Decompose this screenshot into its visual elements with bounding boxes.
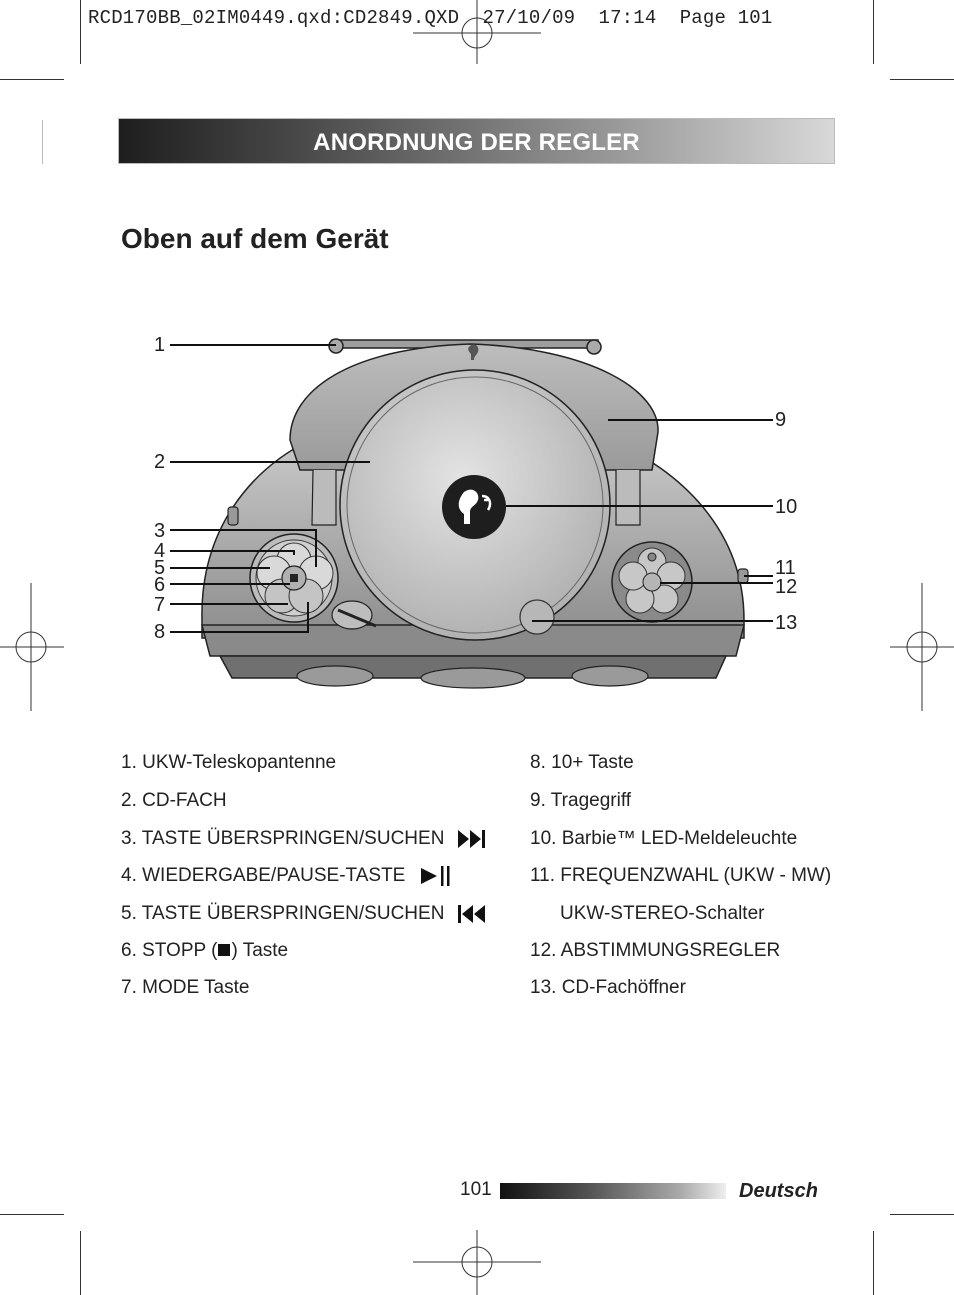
part-item-4-label: 4. WIEDERGABE/PAUSE-TASTE [121, 865, 406, 887]
skip-forward-icon [457, 830, 485, 848]
part-item-3-label: 3. TASTE ÜBERSPRINGEN/SUCHEN [121, 828, 445, 850]
part-item-9: 9. Tragegriff [530, 790, 632, 811]
part-item-8: 8. 10+ Taste [530, 752, 634, 773]
stop-icon [218, 944, 231, 956]
part-item-12: 12. ABSTIMMUNGSREGLER [530, 940, 781, 961]
part-item-2: 2. CD-FACH [121, 790, 227, 811]
part-item-11-sub: UKW-STEREO-Schalter [560, 903, 765, 924]
callout-2: 2 [154, 451, 166, 473]
part-item-6-suffix: ) Taste [231, 940, 289, 961]
callout-7: 7 [154, 594, 166, 616]
callout-5: 5 [154, 557, 166, 579]
part-item-5: 5. TASTE ÜBERSPRINGEN/SUCHEN [121, 903, 488, 925]
part-item-3: 3. TASTE ÜBERSPRINGEN/SUCHEN [121, 828, 488, 850]
callout-12: 12 [775, 576, 798, 598]
device-top-view-illustration [170, 338, 773, 689]
callout-9: 9 [775, 409, 787, 431]
callout-10: 10 [775, 496, 798, 518]
play-pause-icon [420, 866, 450, 886]
callout-6: 6 [154, 574, 166, 596]
part-item-7: 7. MODE Taste [121, 977, 250, 998]
callout-11: 11 [775, 557, 796, 579]
part-item-6: 6. STOPP ( ) Taste [121, 940, 288, 962]
callout-13: 13 [775, 612, 798, 634]
callout-8: 8 [154, 621, 166, 643]
part-item-10: 10. Barbie™ LED-Meldeleuchte [530, 828, 798, 849]
callout-3: 3 [154, 520, 166, 542]
footer-gradient-bar [500, 1183, 726, 1199]
part-item-13: 13. CD-Fachöffner [530, 977, 686, 998]
part-item-5-label: 5. TASTE ÜBERSPRINGEN/SUCHEN [121, 903, 445, 925]
page-title: Oben auf dem Gerät [121, 223, 389, 254]
print-slug: RCD170BB_02IM0449.qxd:CD2849.QXD 27/10/0… [88, 7, 773, 29]
part-item-4: 4. WIEDERGABE/PAUSE-TASTE [121, 865, 453, 887]
part-item-6-label: 6. STOPP ( [121, 940, 218, 961]
callout-4: 4 [154, 540, 166, 562]
banner-title: ANORDNUNG DER REGLER [313, 129, 640, 156]
section-banner: ANORDNUNG DER REGLER [118, 118, 835, 164]
page-number: 101 [460, 1179, 492, 1200]
callout-1: 1 [154, 334, 166, 356]
part-item-1: 1. UKW-Teleskopantenne [121, 752, 337, 773]
language-label: Deutsch [739, 1180, 818, 1202]
part-item-11: 11. FREQUENZWAHL (UKW - MW) [530, 865, 832, 886]
skip-back-icon [457, 905, 485, 923]
